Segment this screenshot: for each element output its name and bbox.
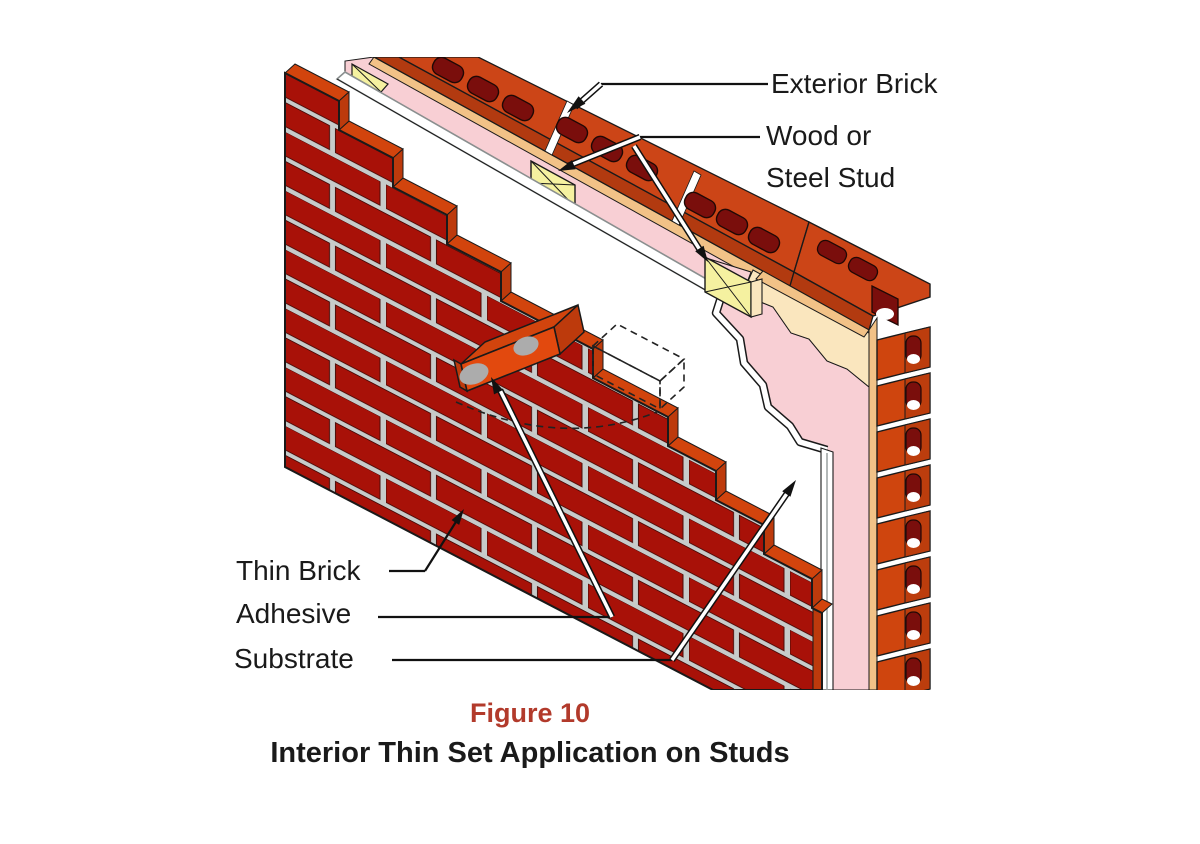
placement-guides xyxy=(455,323,686,430)
dashed-brick-outline xyxy=(592,344,661,411)
floating-thin-brick xyxy=(452,303,585,393)
label-wood-or: Wood or xyxy=(766,120,872,151)
arrowhead-icon xyxy=(558,160,576,171)
exterior-brick-column xyxy=(868,316,931,690)
diagram-solids xyxy=(284,57,931,690)
brick-core-hole-icon xyxy=(715,208,749,236)
brick-core-hole-icon xyxy=(555,116,589,144)
label-thin-brick: Thin Brick xyxy=(236,555,361,586)
corner-cutaway xyxy=(704,255,870,690)
label-steel-stud: Steel Stud xyxy=(766,162,896,193)
label-adhesive: Adhesive xyxy=(236,598,352,629)
motion-arc xyxy=(455,401,658,430)
brick-core-hole-icon xyxy=(501,94,535,122)
figure-title: Interior Thin Set Application on Studs xyxy=(270,737,790,769)
substrate-torn-edge xyxy=(707,260,828,453)
leader-lines xyxy=(378,81,796,662)
arrowhead-icon xyxy=(782,480,796,497)
arrowhead-icon xyxy=(451,509,464,525)
brick-core-hole-icon xyxy=(747,226,781,254)
thin-brick-field xyxy=(285,73,822,690)
adhesive-dab-icon xyxy=(513,336,539,356)
adhesive-dab-icon xyxy=(459,363,489,385)
brick-core-hole-icon xyxy=(431,57,465,84)
figure-number: Figure 10 xyxy=(469,698,591,728)
label-exterior-brick: Exterior Brick xyxy=(771,68,938,99)
brick-core-hole-icon xyxy=(683,191,717,219)
arrowhead-icon xyxy=(695,245,708,262)
brick-core-hole-icon xyxy=(466,75,500,103)
label-substrate: Substrate xyxy=(234,643,354,674)
arrowhead-icon xyxy=(491,377,503,395)
arrowhead-icon xyxy=(567,96,586,113)
thin-brick-wall xyxy=(284,63,833,690)
